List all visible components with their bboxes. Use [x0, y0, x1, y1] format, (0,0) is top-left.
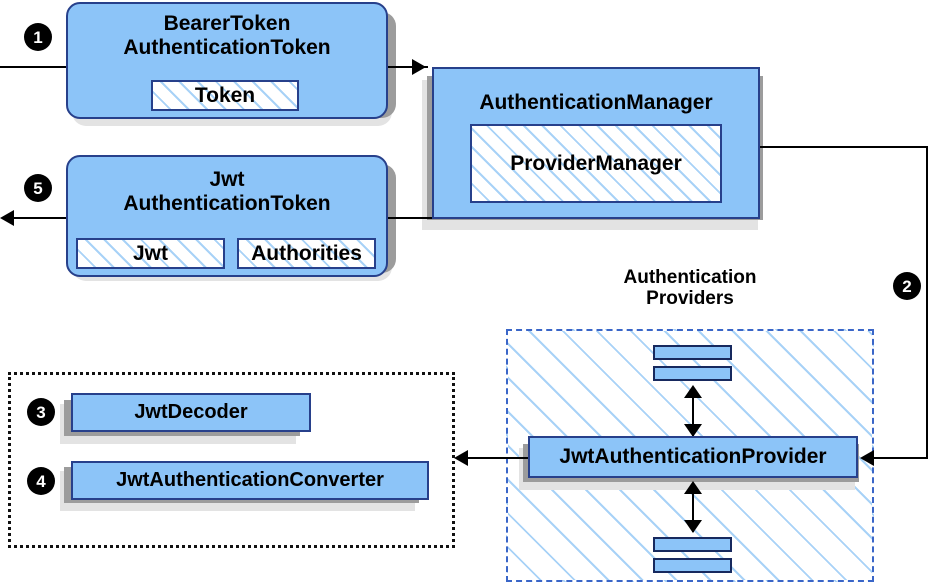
chip-token: Token: [151, 80, 299, 111]
badge-step-1: 1: [25, 24, 51, 50]
connector-provider-bottombars: [692, 486, 694, 532]
provider-stack-bar-top-1: [653, 345, 732, 360]
chip-jwt: Jwt: [76, 238, 225, 269]
chip-label: Authorities: [251, 241, 362, 265]
provider-stack-bar-bottom-1: [653, 537, 732, 552]
badge-number: 2: [902, 276, 912, 296]
chip-authorities: Authorities: [237, 238, 376, 269]
arrowhead-topbars-down: [684, 424, 702, 437]
connector-provider-to-support: [466, 457, 528, 459]
badge-step-2: 2: [894, 273, 920, 299]
connector-manager-to-jwttoken: [388, 217, 432, 219]
node-jwt-authentication-converter[interactable]: JwtAuthenticationConverter: [71, 461, 429, 500]
chip-label: ProviderManager: [510, 151, 682, 175]
badge-step-4: 4: [28, 468, 54, 494]
connector-result-out: [8, 217, 84, 219]
node-jwt-decoder[interactable]: JwtDecoder: [71, 393, 311, 432]
badge-step-5: 5: [25, 175, 51, 201]
chip-label: Jwt: [132, 241, 168, 265]
badge-number: 5: [33, 178, 43, 198]
arrowhead-bottombars-up: [684, 481, 702, 494]
node-label: JwtAuthenticationConverter: [116, 469, 384, 492]
chip-provider-manager: ProviderManager: [470, 124, 722, 203]
arrowhead-result-out: [0, 210, 14, 226]
node-title-line-1: Jwt: [209, 168, 245, 191]
connector-topbars-provider: [692, 390, 694, 436]
node-title-line-2: AuthenticationToken: [123, 35, 331, 59]
caption-line-2: Providers: [646, 288, 734, 310]
support-components-group: [8, 372, 455, 548]
badge-step-3: 3: [28, 399, 54, 425]
caption-line-1: Authentication: [623, 267, 757, 288]
connector-bearer-to-manager: [386, 66, 428, 68]
badge-number: 3: [36, 402, 46, 422]
arrowhead-topbars-up: [684, 385, 702, 398]
arrowhead-bottombars-down: [684, 520, 702, 533]
arrowhead-into-support-group: [454, 450, 468, 466]
node-jwt-authentication-provider[interactable]: JwtAuthenticationProvider: [528, 436, 858, 478]
node-label: JwtDecoder: [134, 401, 248, 424]
connector-manager-to-provider-top: [760, 146, 928, 148]
node-title-line-2: AuthenticationToken: [123, 191, 331, 215]
node-title: AuthenticationManager: [479, 91, 713, 114]
provider-stack-bar-bottom-2: [653, 558, 732, 573]
arrowhead-into-provider: [860, 450, 874, 466]
connector-manager-to-provider-bottom: [872, 457, 928, 459]
provider-stack-bar-top-2: [653, 366, 732, 381]
node-label: JwtAuthenticationProvider: [559, 445, 827, 469]
badge-number: 4: [36, 471, 46, 491]
chip-label: Token: [194, 83, 256, 107]
connector-manager-to-provider-vertical: [926, 146, 928, 458]
arrowhead-bearer-to-manager: [412, 59, 426, 75]
connector-request-in: [0, 66, 80, 68]
badge-number: 1: [33, 27, 43, 47]
node-title-line-1: BearerToken: [163, 12, 291, 35]
